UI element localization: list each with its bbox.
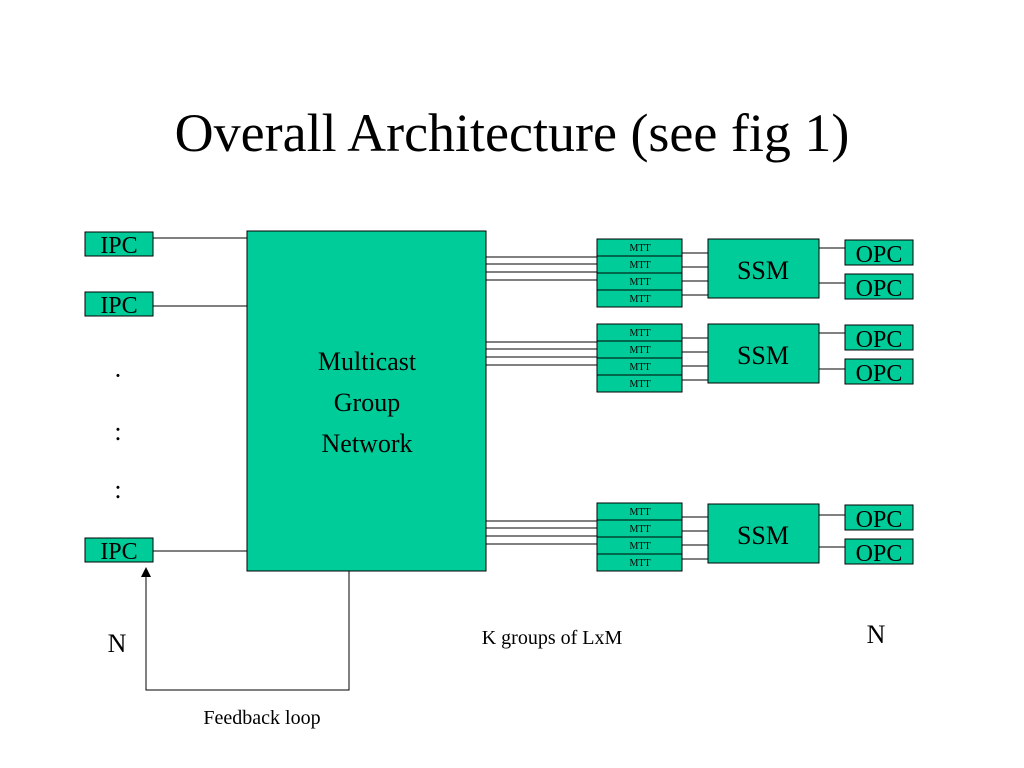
ssm-box: SSM: [707, 323, 820, 384]
svg-text:SSM: SSM: [737, 521, 789, 550]
mtt-group: MTT MTT MTT MTT: [596, 323, 683, 393]
opc-box: OPC: [844, 273, 914, 302]
svg-text:MTT: MTT: [629, 379, 650, 390]
svg-text:MTT: MTT: [629, 294, 650, 305]
mtt-box: MTT: [596, 255, 683, 274]
svg-text:OPC: OPC: [856, 327, 903, 353]
multicast-group-network-box: Multicast Group Network: [246, 230, 487, 572]
svg-text:IPC: IPC: [100, 293, 137, 319]
input-count-label: N: [108, 629, 127, 658]
connector-lines: [141, 237, 845, 691]
svg-text:OPC: OPC: [856, 541, 903, 567]
opc-box: OPC: [844, 239, 914, 268]
svg-text:MTT: MTT: [629, 558, 650, 569]
mtt-box: MTT: [596, 536, 683, 555]
mtt-box: MTT: [596, 553, 683, 572]
svg-text:OPC: OPC: [856, 507, 903, 533]
svg-text:MTT: MTT: [629, 362, 650, 373]
mtt-group: MTT MTT MTT MTT: [596, 502, 683, 572]
mtt-group: MTT MTT MTT MTT: [596, 238, 683, 308]
mtt-box: MTT: [596, 502, 683, 521]
ipc-box: IPC: [84, 291, 154, 319]
svg-text:Group: Group: [334, 388, 400, 417]
svg-text:MTT: MTT: [629, 260, 650, 271]
input-ellipsis: :: [114, 417, 121, 446]
svg-text:Network: Network: [322, 429, 413, 458]
input-ellipsis: :: [114, 475, 121, 504]
svg-text:OPC: OPC: [856, 276, 903, 302]
mtt-box: MTT: [596, 519, 683, 538]
mtt-box: MTT: [596, 272, 683, 291]
svg-text:MTT: MTT: [629, 243, 650, 254]
svg-text:IPC: IPC: [100, 539, 137, 565]
svg-text:SSM: SSM: [737, 341, 789, 370]
svg-text:MTT: MTT: [629, 507, 650, 518]
mtt-box: MTT: [596, 289, 683, 308]
ipc-box: IPC: [84, 231, 154, 259]
mtt-box: MTT: [596, 357, 683, 376]
svg-text:OPC: OPC: [856, 242, 903, 268]
svg-text:SSM: SSM: [737, 256, 789, 285]
ssm-box: SSM: [707, 238, 820, 299]
opc-box: OPC: [844, 504, 914, 533]
svg-text:OPC: OPC: [856, 361, 903, 387]
feedback-loop-label: Feedback loop: [203, 707, 320, 729]
output-count-label: N: [867, 620, 886, 649]
groups-caption: K groups of LxM: [482, 627, 623, 649]
svg-text:Multicast: Multicast: [318, 347, 417, 376]
mtt-box: MTT: [596, 238, 683, 257]
ssm-box: SSM: [707, 503, 820, 564]
svg-text:MTT: MTT: [629, 345, 650, 356]
feedback-loop-arrow: [141, 567, 350, 691]
svg-text:MTT: MTT: [629, 328, 650, 339]
mtt-box: MTT: [596, 340, 683, 359]
svg-text:MTT: MTT: [629, 541, 650, 552]
opc-box: OPC: [844, 538, 914, 567]
mtt-box: MTT: [596, 323, 683, 342]
opc-box: OPC: [844, 358, 914, 387]
svg-text:MTT: MTT: [629, 277, 650, 288]
svg-text:IPC: IPC: [100, 233, 137, 259]
slide-title: Overall Architecture (see fig 1): [174, 103, 850, 163]
ipc-box: IPC: [84, 537, 154, 565]
mtt-box: MTT: [596, 374, 683, 393]
svg-text:MTT: MTT: [629, 524, 650, 535]
opc-box: OPC: [844, 324, 914, 353]
input-ellipsis: ·: [114, 361, 123, 390]
